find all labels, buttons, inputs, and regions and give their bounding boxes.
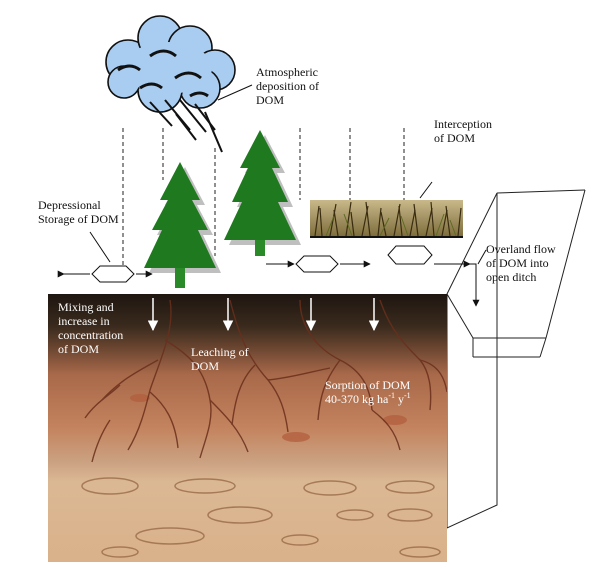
label-overland-flow: Overland flow of DOM into open ditch bbox=[486, 242, 556, 284]
rain-cloud bbox=[105, 15, 253, 153]
dom-hexagon-1 bbox=[91, 265, 135, 283]
label-depressional-storage: Depressional Storage of DOM bbox=[38, 198, 119, 226]
dom-flow bbox=[91, 245, 433, 283]
conifer-tree-2 bbox=[224, 130, 301, 256]
root-network bbox=[84, 299, 448, 463]
open-ditch bbox=[446, 189, 586, 358]
soil-nodules bbox=[130, 394, 407, 442]
leader-lines bbox=[89, 231, 487, 265]
label-sorption: Sorption of DOM 40-370 kg ha-1 y-1 bbox=[325, 378, 411, 406]
label-leaching: Leaching of DOM bbox=[191, 345, 249, 373]
label-interception: Interception of DOM bbox=[434, 117, 492, 145]
label-atmospheric-deposition: Atmospheric deposition of DOM bbox=[256, 65, 319, 107]
flow-arrows bbox=[57, 260, 480, 307]
grass-vegetation bbox=[310, 181, 463, 238]
soil-texture bbox=[81, 477, 441, 558]
soil-infiltration-arrows bbox=[147, 298, 380, 332]
soil-profile bbox=[48, 294, 447, 562]
label-mixing-concentration: Mixing and increase in concentration of … bbox=[58, 300, 124, 356]
conifer-tree-1 bbox=[144, 162, 221, 288]
dom-hexagon-3 bbox=[387, 245, 433, 265]
dom-hexagon-2 bbox=[295, 255, 339, 273]
deposition-dashed-lines bbox=[122, 128, 405, 265]
